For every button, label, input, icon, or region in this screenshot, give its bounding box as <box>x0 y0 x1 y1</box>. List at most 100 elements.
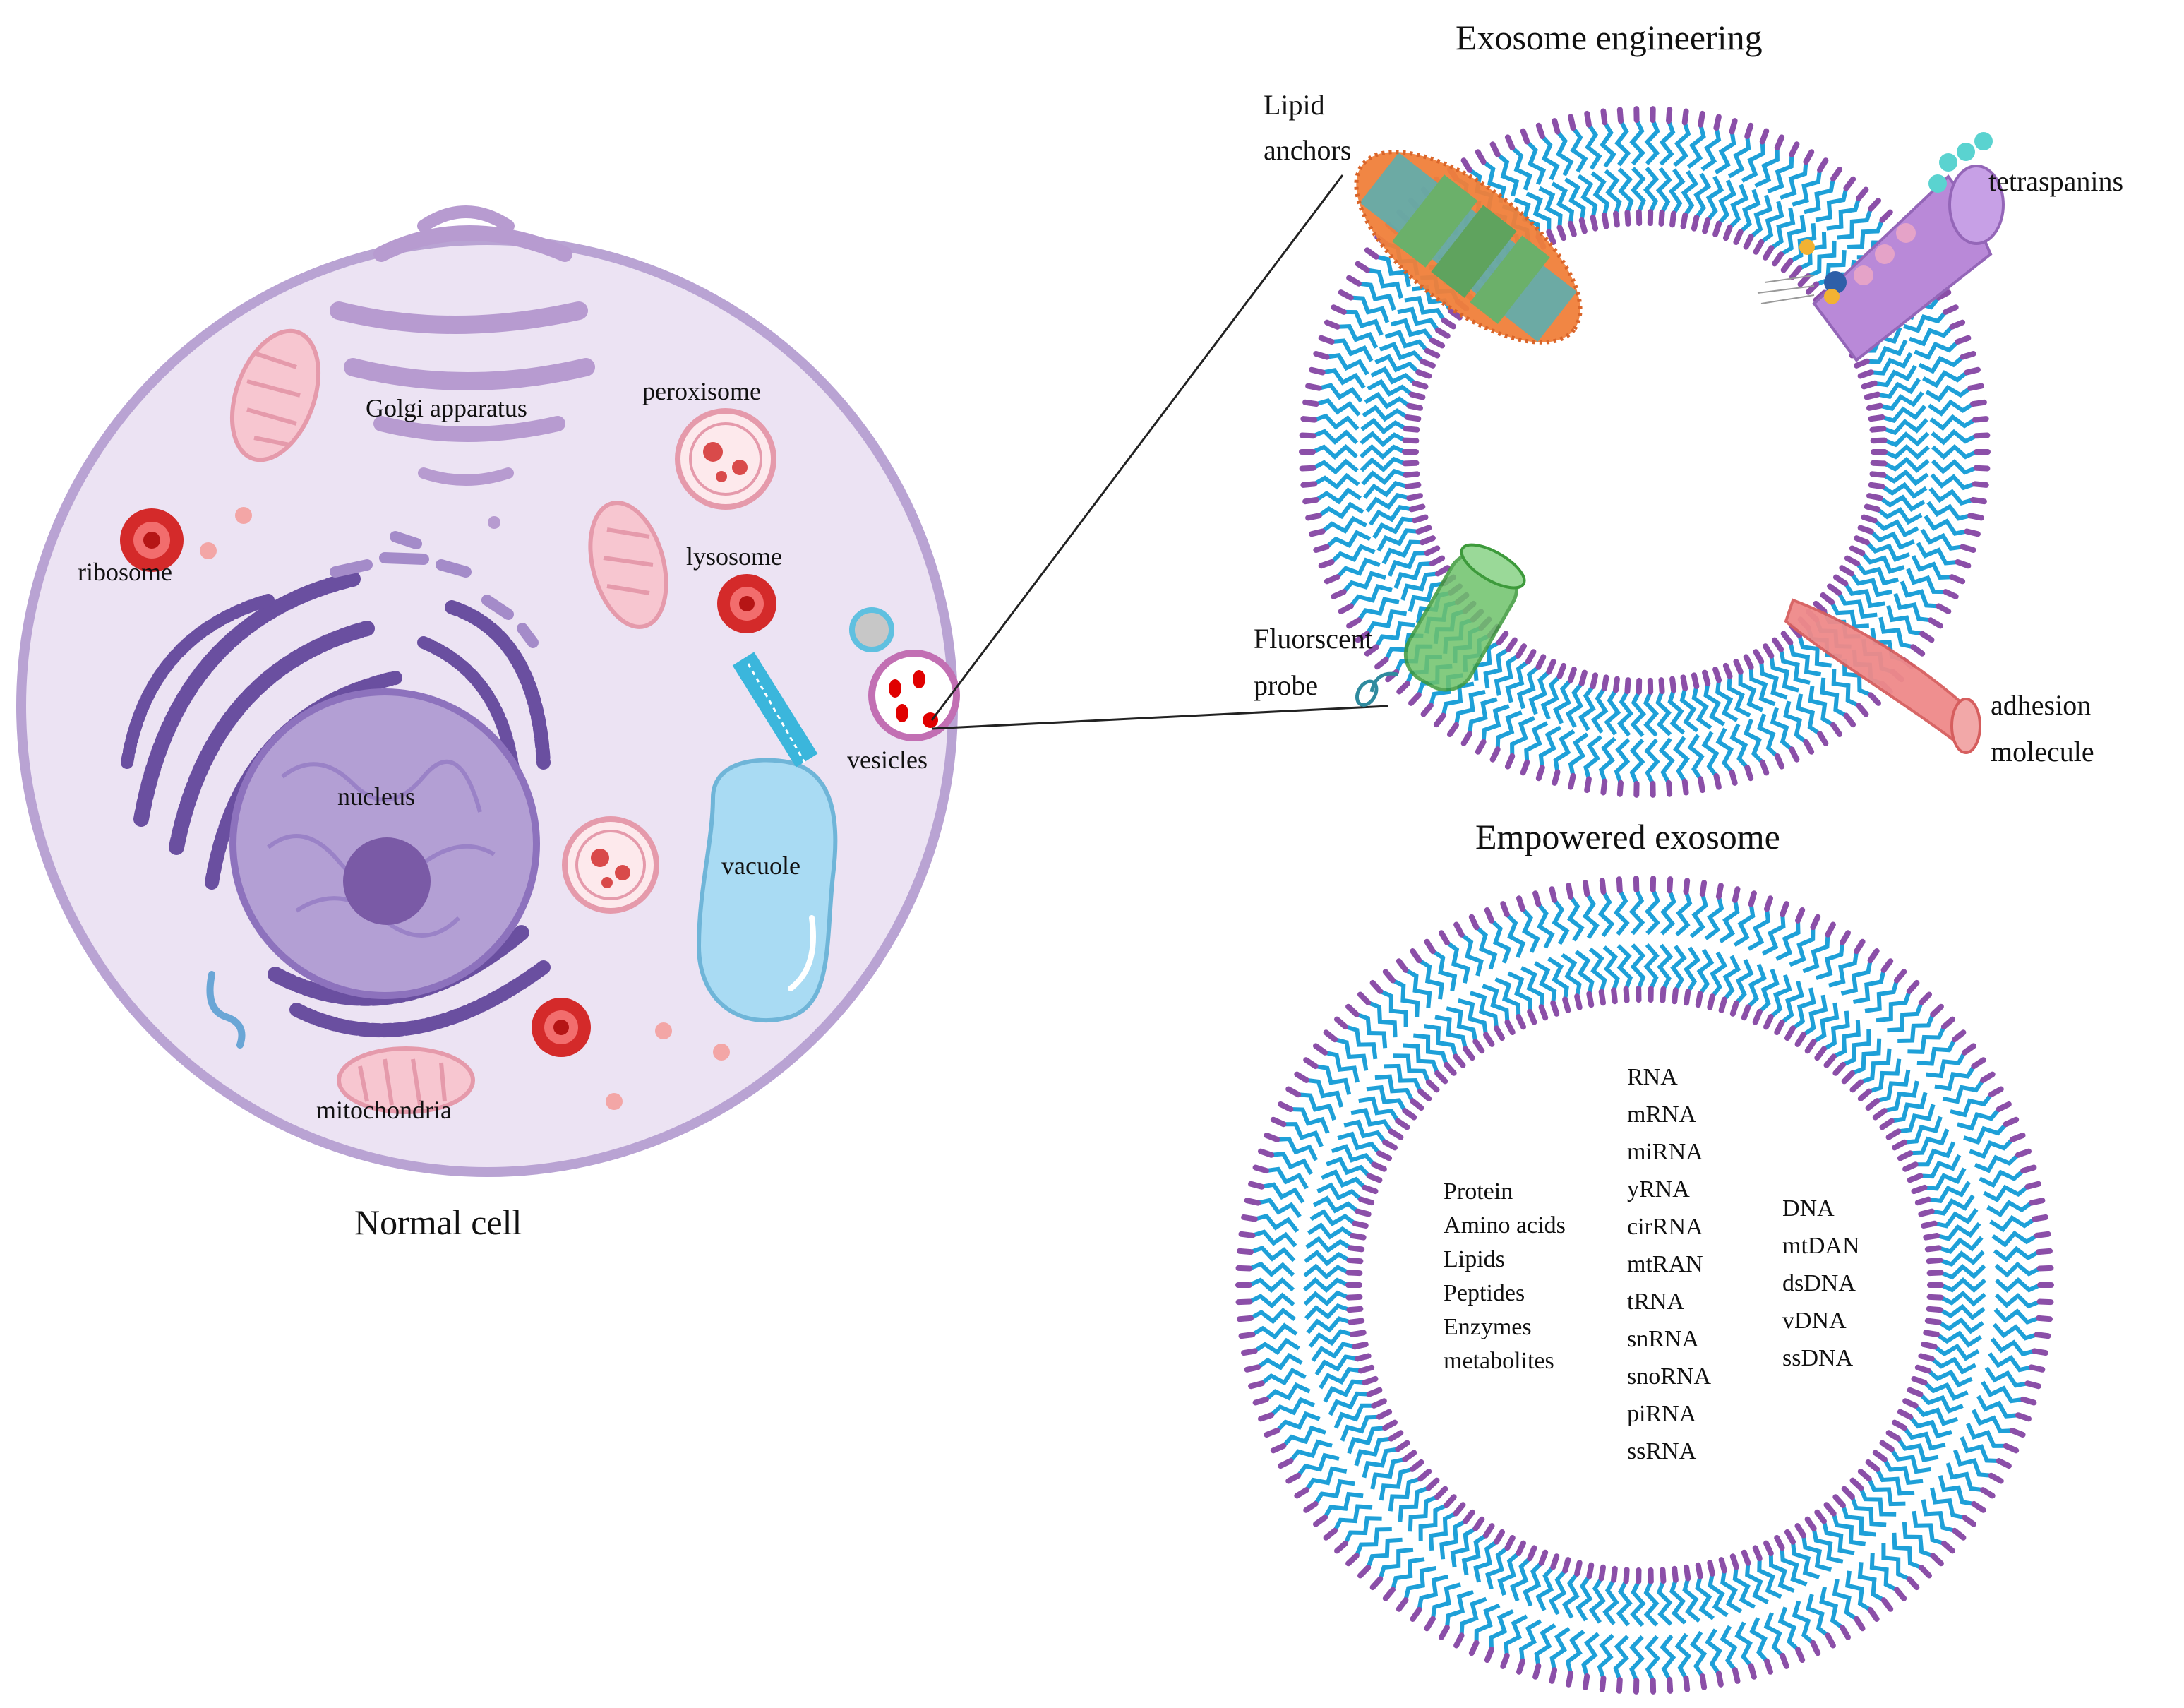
lipid-tail <box>1945 1462 1984 1493</box>
lipid-tail <box>1893 592 1931 623</box>
cargo-dna-item: ssDNA <box>1782 1345 1854 1371</box>
lipid-head <box>1468 914 1480 931</box>
lipid-tail <box>1321 515 1367 534</box>
lipid-head <box>1396 958 1409 973</box>
mitochondria-label: mitochondria <box>316 1096 452 1124</box>
lipid-head <box>2015 1412 2032 1422</box>
lipid-head <box>1972 481 1989 488</box>
lipid-anchors-label-line1: Lipid <box>1264 89 1325 121</box>
lipid-head <box>1699 1673 1708 1690</box>
lipid-head <box>1349 1233 1367 1241</box>
lipid-head <box>1660 1567 1667 1584</box>
lipid-head <box>1338 603 1354 614</box>
lipid-tail <box>1249 1307 1297 1325</box>
lipid-tail <box>1524 721 1549 763</box>
lipid-head <box>1345 1003 1360 1017</box>
lipid-tail <box>1837 592 1878 619</box>
lipid-head <box>1489 746 1501 763</box>
lipid-tail <box>1379 989 1408 1027</box>
lipid-head <box>1973 465 1991 472</box>
lipid-head <box>2034 1332 2051 1339</box>
lipid-head <box>1752 1008 1763 1025</box>
lipid-tail <box>1643 166 1660 213</box>
lipid-head <box>1951 1029 1967 1043</box>
lipid-head <box>1964 366 1981 376</box>
lipid-tail <box>1669 1579 1687 1625</box>
lipid-head <box>1590 215 1599 232</box>
lipid-tail <box>1374 1074 1415 1102</box>
lipid-head <box>1388 1430 1404 1442</box>
lipid-tail <box>1360 417 1408 435</box>
lipid-tail <box>1616 944 1633 990</box>
lipid-tail <box>1342 571 1386 594</box>
lipid-tail <box>1842 1029 1871 1067</box>
lipid-tail <box>1983 1184 2029 1203</box>
lipid-tail <box>1570 126 1588 173</box>
lipid-tail <box>1926 501 1971 521</box>
lipid-head <box>1844 555 1861 566</box>
lipid-tail <box>1381 539 1423 565</box>
lipid-head <box>1936 603 1952 614</box>
lipid-head <box>1924 1245 1942 1253</box>
cargo-protein-item: Lipids <box>1444 1246 1505 1272</box>
lipid-tail <box>1910 1128 1950 1156</box>
lipid-tail <box>1780 215 1806 256</box>
tetraspanins-label: tetraspanins <box>1988 165 2123 197</box>
lipid-head <box>1880 1597 1894 1612</box>
lipid-head <box>1305 513 1322 521</box>
lipid-head <box>1713 114 1722 131</box>
lipid-head <box>1483 1032 1495 1047</box>
lipid-tail <box>1690 1630 1708 1678</box>
lipid-tail <box>1906 568 1946 595</box>
lipid-head <box>1362 1184 1379 1195</box>
lipid-head <box>1453 1502 1466 1517</box>
lipid-head <box>1980 1487 1996 1499</box>
lipid-tail <box>1540 134 1560 181</box>
lipid-head <box>1520 759 1530 776</box>
lipid-head <box>1396 1597 1409 1612</box>
lipid-tail <box>1696 948 1715 996</box>
lipid-tail <box>1849 572 1892 597</box>
lipid-tail <box>1391 1557 1425 1591</box>
lipid-tail <box>1319 1366 1362 1390</box>
lipid-head <box>1880 958 1894 973</box>
lipid-tail <box>1734 1621 1753 1668</box>
lipid-tail <box>1924 1167 1967 1191</box>
lipid-tail <box>1883 418 1928 436</box>
lipid-tail <box>1660 1634 1676 1681</box>
zoom-connector <box>930 174 1388 730</box>
lipid-head <box>1252 1396 1269 1406</box>
lipid-head <box>1691 215 1700 232</box>
lipid-tail <box>1582 892 1600 940</box>
lipid-tail <box>1483 647 1510 689</box>
lipid-head <box>1309 528 1326 537</box>
lipid-head <box>1698 110 1705 128</box>
lipid-head <box>1951 1527 1967 1541</box>
lipid-tail <box>1659 120 1676 166</box>
lipid-tail <box>1388 1476 1421 1512</box>
cargo-rna-item: tRNA <box>1627 1289 1685 1315</box>
lipid-tail <box>1555 130 1574 177</box>
lipid-head <box>1794 1032 1806 1047</box>
lipid-head <box>1334 1540 1349 1554</box>
lipid-tail <box>1883 443 1931 460</box>
lipid-tail <box>1315 487 1362 505</box>
lipid-tail <box>1674 1632 1692 1680</box>
lipid-head <box>1535 122 1545 139</box>
golgi-label: Golgi apparatus <box>366 394 527 422</box>
lipid-tail <box>1815 942 1844 981</box>
lipid-head <box>1964 528 1981 537</box>
lipid-tail <box>1928 1181 1971 1204</box>
lipid-tail <box>1922 370 1969 388</box>
lipid-tail <box>1830 601 1869 629</box>
lipid-tail <box>1333 1504 1373 1532</box>
lipid-head <box>1408 503 1426 513</box>
lipid-head <box>1707 993 1715 1010</box>
lipid-tail <box>1254 1337 1300 1356</box>
lipid-tail <box>1347 1426 1386 1455</box>
lipid-head <box>1586 1562 1595 1579</box>
lipid-tail <box>1759 661 1788 700</box>
lipid-tail <box>1770 208 1796 250</box>
lipid-head <box>1404 414 1422 422</box>
lipid-head <box>1241 1214 1258 1222</box>
